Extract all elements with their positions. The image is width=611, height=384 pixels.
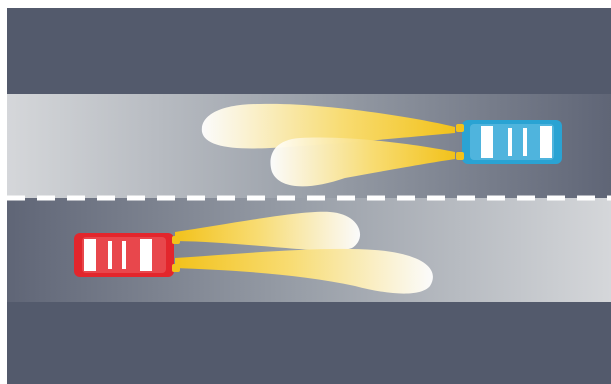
red-car [74,233,180,277]
top-verge [7,8,611,94]
bottom-verge [7,302,611,384]
blue-car [456,120,562,164]
